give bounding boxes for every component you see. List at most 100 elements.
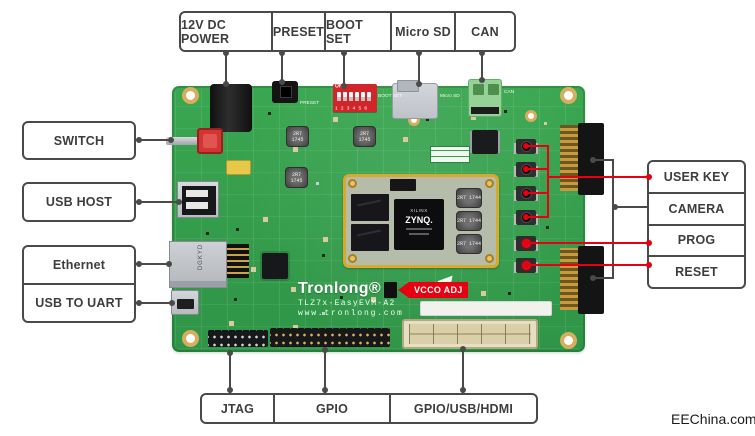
connector-dot xyxy=(136,137,142,143)
red-connector-dot xyxy=(523,166,529,172)
dip-number: 5 xyxy=(358,106,362,111)
jtag-header xyxy=(208,330,268,347)
connector-dot xyxy=(322,347,328,353)
reset-red-line xyxy=(526,264,647,266)
connector-dot xyxy=(460,346,466,352)
prog-red-line xyxy=(526,242,647,244)
connector-dot xyxy=(168,137,174,143)
mounting-hole xyxy=(560,332,577,349)
vcco-jumper xyxy=(384,282,397,298)
tantalum-capacitor xyxy=(226,160,251,175)
red-connector-dot xyxy=(523,240,529,246)
micro-sd-slot xyxy=(392,80,438,119)
som-module: XILINX ZYNQ. 2R7 1744 2R7 1744 2R7 1744 xyxy=(343,174,499,268)
callout-gpio-usb-hdmi: GPIO/USB/HDMI xyxy=(389,395,536,422)
boot-set-dip-switch: ON 1 2 3 4 5 6 xyxy=(333,84,377,112)
can-terminal xyxy=(468,79,502,117)
mounting-hole xyxy=(525,110,537,122)
mounting-hole xyxy=(182,87,199,104)
connector-dot xyxy=(136,261,142,267)
camera-header-pins xyxy=(560,125,578,191)
connector-dot xyxy=(136,199,142,205)
board-brand: Tronlong® xyxy=(298,280,381,297)
camera-bracket-line xyxy=(612,159,614,279)
connector-dot xyxy=(223,81,229,87)
silk-boot-set: BOOT SET xyxy=(378,94,403,99)
white-label-strip xyxy=(420,301,552,316)
memory-chip xyxy=(351,194,389,221)
boot-config-silk-table xyxy=(430,146,470,163)
connector-dot xyxy=(166,261,172,267)
red-connector-dot xyxy=(646,240,652,246)
user-key-red-line xyxy=(547,145,549,218)
dc-power-jack xyxy=(210,84,252,132)
soc-marking-line xyxy=(409,233,429,235)
soc-marking-line xyxy=(406,228,432,230)
red-connector-dot xyxy=(523,214,529,220)
user-key-red-line xyxy=(526,145,549,147)
callout-can: CAN xyxy=(454,13,514,50)
som-screw xyxy=(348,254,357,263)
gpio-usb-hdmi-connector xyxy=(402,319,538,349)
soc-name-label: ZYNQ. xyxy=(405,215,433,225)
vcco-label: VCCO ADJ xyxy=(409,282,468,298)
callout-switch-label: SWITCH xyxy=(53,133,105,148)
callout-switch: SWITCH xyxy=(22,121,136,160)
inductor: 2R7 1745 xyxy=(353,126,376,147)
dip-number: 3 xyxy=(346,106,350,111)
som-small-chip xyxy=(390,179,416,191)
mounting-hole xyxy=(560,87,577,104)
callout-group-bottom: JTAG GPIO GPIO/USB/HDMI xyxy=(200,393,538,424)
callout-usb-host: USB HOST xyxy=(22,182,136,222)
silkscreen-brand-block: Tronlong® TLZ7x-EasyEVM-A2 www.tronlong.… xyxy=(298,280,468,318)
user-key-red-line xyxy=(526,192,549,194)
preset-button xyxy=(272,81,298,103)
watermark-text: EEChina.com xyxy=(671,411,755,427)
red-connector-dot xyxy=(523,190,529,196)
red-connector-dot xyxy=(523,143,529,149)
dip-on-label: ON xyxy=(335,84,343,90)
connector-dot xyxy=(169,300,175,306)
callout-user-key: USER KEY xyxy=(663,169,730,184)
red-connector-dot xyxy=(646,174,652,180)
callout-micro-sd: Micro SD xyxy=(390,13,454,50)
ethernet-jack-label: DGKYD xyxy=(198,243,205,271)
callout-preset: PRESET xyxy=(271,13,324,50)
connector-dot xyxy=(227,350,233,356)
leader-line xyxy=(481,51,483,81)
leader-line xyxy=(135,263,171,265)
leader-line xyxy=(462,347,464,393)
callout-boot-set: BOOT SET xyxy=(324,13,390,50)
board-model: TLZ7x-EasyEVM-A2 xyxy=(298,299,396,308)
connector-dot xyxy=(460,387,466,393)
user-key-red-line xyxy=(548,176,647,178)
callout-gpio: GPIO xyxy=(273,395,389,422)
connector-dot xyxy=(479,50,485,56)
leader-line xyxy=(343,51,345,87)
dip-numbers: 1 2 3 4 5 6 xyxy=(335,106,367,111)
usb-host-connector xyxy=(177,181,219,218)
callout-12v-dc-power: 12V DC POWER xyxy=(181,17,230,46)
camera-bracket-line xyxy=(613,206,649,208)
vcco-arrow xyxy=(398,282,409,298)
camera-bracket-line xyxy=(592,159,614,161)
red-connector-dot xyxy=(523,262,529,268)
som-screw xyxy=(485,179,494,188)
smd-components-texture xyxy=(172,86,175,89)
som-inductor: 2R7 1744 xyxy=(456,211,482,231)
callout-jtag: JTAG xyxy=(220,401,255,416)
ethernet-transformer xyxy=(227,244,249,278)
power-switch-lever xyxy=(166,137,198,145)
user-key-red-line xyxy=(526,168,549,170)
connector-dot xyxy=(341,83,347,89)
leader-line xyxy=(324,348,326,393)
callout-usb-to-uart: USB TO UART xyxy=(24,283,134,321)
callout-reset: RESET xyxy=(649,255,744,287)
connector-dot xyxy=(590,157,596,163)
board-website: www.tronlong.com xyxy=(298,309,404,318)
leader-line xyxy=(418,51,420,85)
camera-header-pins xyxy=(560,248,578,310)
mounting-hole xyxy=(182,330,199,347)
leader-line xyxy=(281,51,283,83)
